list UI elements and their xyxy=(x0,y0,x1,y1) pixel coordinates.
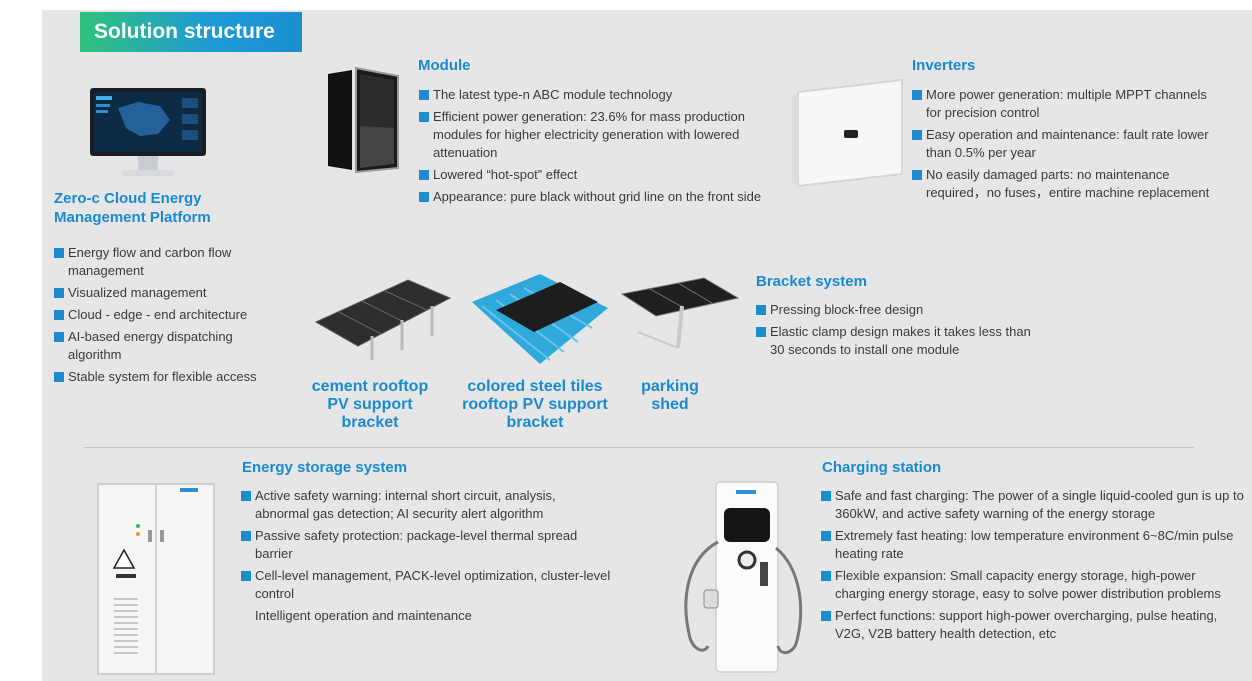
list-item: Pressing block-free design xyxy=(756,301,1046,319)
list-item: Efficient power generation: 23.6% for ma… xyxy=(419,108,774,162)
storage-feature-list: Active safety warning: internal short ci… xyxy=(241,487,611,629)
energy-storage-cabinet-illustration xyxy=(97,483,215,675)
charging-station-illustration xyxy=(684,481,803,673)
inverters-title: Inverters xyxy=(912,57,976,74)
inverter-illustration xyxy=(792,78,903,188)
bracket-title: Bracket system xyxy=(756,273,867,290)
page-title: Solution structure xyxy=(94,20,275,43)
list-item: Cell-level management, PACK-level optimi… xyxy=(241,567,611,603)
bracket-caption-steel-tiles: colored steel tiles rooftop PV support b… xyxy=(462,378,608,431)
platform-title: Zero-c Cloud Energy Management Platform xyxy=(54,190,211,226)
bracket-caption-parking: parking shed xyxy=(641,378,699,413)
charging-feature-list: Safe and fast charging: The power of a s… xyxy=(821,487,1249,647)
parking-shed-illustration xyxy=(620,277,740,349)
list-item: No easily damaged parts: no maintenance … xyxy=(912,166,1212,202)
storage-title: Energy storage system xyxy=(242,459,408,476)
list-item: More power generation: multiple MPPT cha… xyxy=(912,86,1212,122)
list-item: Passive safety protection: package-level… xyxy=(241,527,611,563)
bracket-caption-cement: cement rooftop PV support bracket xyxy=(311,378,429,431)
section-banner: Solution structure xyxy=(80,12,302,52)
list-item: Stable system for flexible access xyxy=(54,368,264,386)
platform-feature-list: Energy flow and carbon flow management V… xyxy=(54,244,264,390)
list-item: Elastic clamp design makes it takes less… xyxy=(756,323,1046,359)
list-item: AI-based energy dispatching algorithm xyxy=(54,328,264,364)
content-panel xyxy=(42,10,1252,681)
list-item: Appearance: pure black without grid line… xyxy=(419,188,774,206)
list-item: Safe and fast charging: The power of a s… xyxy=(821,487,1249,523)
module-feature-list: The latest type-n ABC module technology … xyxy=(419,86,774,210)
list-item: Perfect functions: support high-power ov… xyxy=(821,607,1249,643)
list-item: Intelligent operation and maintenance xyxy=(255,608,472,623)
bracket-feature-list: Pressing block-free design Elastic clamp… xyxy=(756,301,1046,363)
inverters-feature-list: More power generation: multiple MPPT cha… xyxy=(912,86,1212,206)
list-item: Visualized management xyxy=(54,284,264,302)
monitor-illustration xyxy=(90,88,206,176)
pv-module-illustration xyxy=(328,66,399,174)
cement-rooftop-bracket-illustration xyxy=(314,279,452,360)
list-item: Easy operation and maintenance: fault ra… xyxy=(912,126,1212,162)
list-item: The latest type-n ABC module technology xyxy=(419,86,774,104)
list-item: Extremely fast heating: low temperature … xyxy=(821,527,1249,563)
steel-tile-roof-bracket-illustration xyxy=(472,274,608,364)
list-item: Lowered “hot-spot” effect xyxy=(419,166,774,184)
list-item: Flexible expansion: Small capacity energ… xyxy=(821,567,1249,603)
section-divider xyxy=(84,447,1194,448)
list-item: Energy flow and carbon flow management xyxy=(54,244,264,280)
list-item: Cloud - edge - end architecture xyxy=(54,306,264,324)
list-item: Active safety warning: internal short ci… xyxy=(241,487,611,523)
charging-title: Charging station xyxy=(822,459,942,476)
module-title: Module xyxy=(418,57,471,74)
